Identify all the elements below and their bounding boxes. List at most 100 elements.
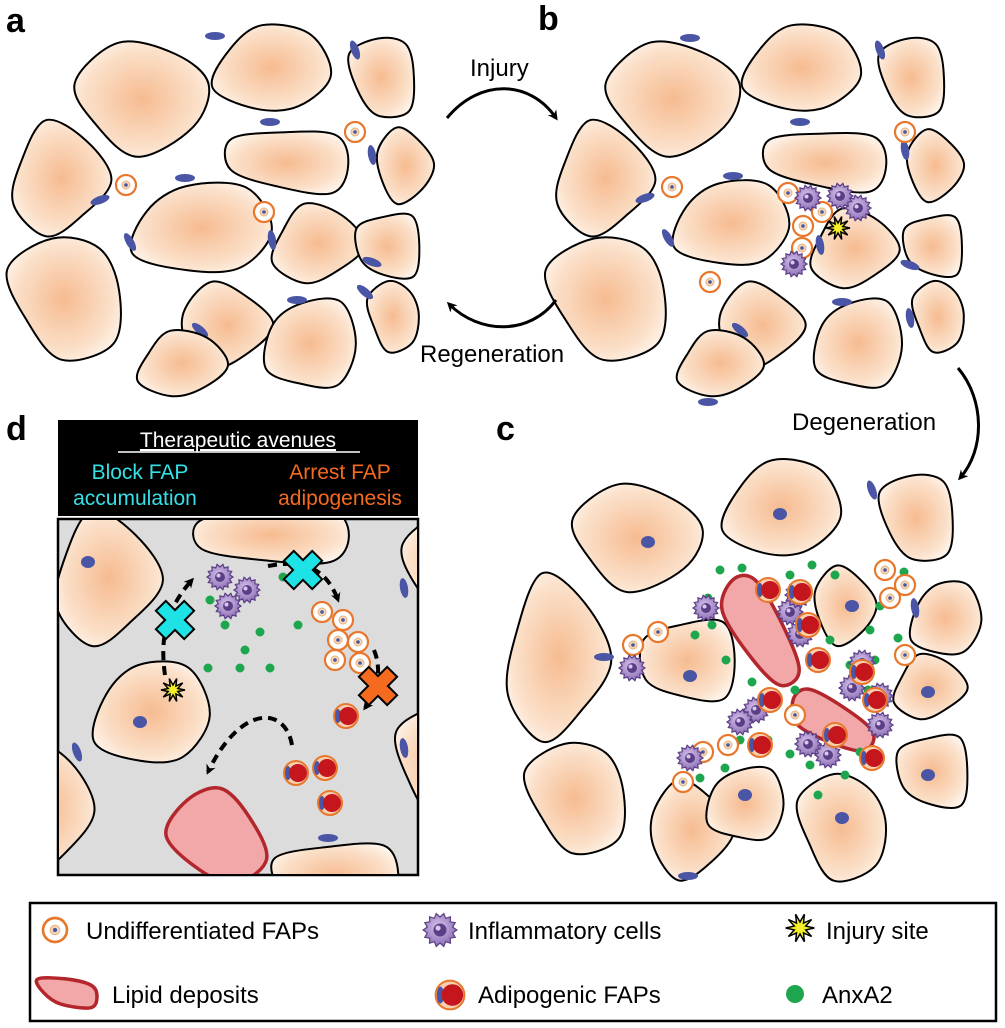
myonucleus <box>205 32 225 40</box>
legend-lipid-deposits: Lipid deposits <box>112 982 259 1009</box>
myonucleus <box>900 259 920 271</box>
panel-label-d: d <box>6 410 27 448</box>
regeneration-label: Regeneration <box>420 341 564 368</box>
myonucleus <box>133 716 147 728</box>
dashed-arrow-lipid-formation <box>206 715 294 775</box>
panel-d-therapeutic: Therapeutic avenues Block FAP accumulati… <box>56 420 420 877</box>
myonucleus <box>287 296 307 304</box>
anxa2-dot <box>715 565 725 575</box>
adipogenic-fap <box>822 722 848 748</box>
myonucleus <box>90 194 110 206</box>
myofiber-cell <box>874 36 946 119</box>
myonucleus <box>866 480 878 500</box>
myofiber-cell <box>505 571 614 743</box>
legend-inflammatory-cells: Inflammatory cells <box>468 918 661 945</box>
anxa2-dot <box>690 630 700 640</box>
myofiber-cell <box>91 660 211 764</box>
adipogenic-fap <box>747 732 773 758</box>
myofiber-cell <box>813 564 878 648</box>
myofiber-cell <box>740 23 863 126</box>
undifferentiated-fap <box>326 628 350 652</box>
anxa2-dot <box>805 760 815 770</box>
anxa2-dot <box>265 663 275 673</box>
myonucleus <box>71 742 83 762</box>
myofiber-cell <box>671 172 791 266</box>
myofiber-cell <box>367 126 436 206</box>
anxa2-dot <box>786 985 804 1003</box>
myonucleus <box>367 145 377 165</box>
myofiber-cell <box>262 296 357 389</box>
injury-site-icon <box>785 913 815 943</box>
therapeutic-heading: Therapeutic avenues <box>140 429 336 452</box>
inflammatory-cell <box>865 711 895 739</box>
arrest-fap-line2: adipogenesis <box>278 487 402 510</box>
therapeutic-header-box <box>58 420 418 516</box>
myonucleus <box>680 34 700 42</box>
myofiber-cell <box>123 181 273 274</box>
anxa2-dot <box>747 677 757 687</box>
anxa2-dot <box>721 655 731 665</box>
adipogenic-fap <box>757 687 783 713</box>
adipogenic-fap <box>849 659 875 685</box>
myofiber-cell <box>900 214 964 279</box>
undifferentiated-fap <box>783 703 807 727</box>
inflammatory-cell <box>232 576 262 604</box>
inflammatory-cell <box>725 708 755 736</box>
inflammatory-cell <box>691 594 721 622</box>
myonucleus <box>790 118 810 126</box>
injury-site-icon <box>160 678 186 702</box>
anxa2-dot <box>293 620 303 630</box>
undifferentiated-fap <box>873 558 897 582</box>
legend-adipogenic-faps: Adipogenic FAPs <box>478 982 661 1009</box>
adipogenic-fap <box>317 790 343 816</box>
panel-label-c: c <box>496 410 515 448</box>
myonucleus <box>773 508 787 520</box>
arrest-fap-line1: Arrest FAP <box>289 461 391 484</box>
myofiber-cell <box>705 765 785 842</box>
adipogenic-fap <box>283 760 309 786</box>
myonucleus <box>641 536 655 548</box>
panel-label-b: b <box>538 0 559 38</box>
lipid-deposit <box>164 786 269 874</box>
anxa2-dot <box>707 620 717 630</box>
anxa2-dot <box>785 749 795 759</box>
myonucleus <box>698 398 718 406</box>
myofiber-cell <box>900 128 966 204</box>
myonucleus <box>594 653 614 661</box>
undifferentiated-fap <box>671 770 695 794</box>
myonucleus <box>362 256 382 268</box>
undifferentiated-fap <box>346 630 370 654</box>
inflammatory-cell <box>793 184 823 212</box>
myonucleus <box>267 230 277 250</box>
undifferentiated-fap <box>893 120 917 144</box>
myofiber-cell <box>347 36 416 119</box>
myonucleus <box>921 769 935 781</box>
myonucleus <box>123 233 137 251</box>
myofiber-cell <box>555 118 657 238</box>
dashed-arrow-accumulation <box>267 561 341 603</box>
adipogenic-fap <box>862 687 888 713</box>
myonucleus <box>661 229 675 247</box>
myofiber-cell <box>895 733 969 809</box>
anxa2-dot <box>825 635 835 645</box>
adipogenic-fap <box>795 612 821 638</box>
undifferentiated-fap <box>716 733 740 757</box>
legend-anxa2: AnxA2 <box>822 982 893 1009</box>
block-fap-line1: Block FAP <box>92 461 189 484</box>
anxa2-dot <box>785 570 795 580</box>
undifferentiated-fap <box>810 200 834 224</box>
myofiber-cell <box>908 580 983 656</box>
anxa2-dot <box>203 663 213 673</box>
lipid-deposit <box>34 976 99 1010</box>
panel-c-degenerated-tissue <box>505 458 983 883</box>
myonucleus <box>900 140 910 160</box>
myofiber-cell <box>812 297 904 389</box>
inflammatory-cell <box>422 912 458 948</box>
undifferentiated-fap <box>893 643 917 667</box>
adipogenic-fap <box>787 579 813 605</box>
myonucleus <box>635 192 655 204</box>
undifferentiated-fap <box>791 214 815 238</box>
undifferentiated-fap <box>646 620 670 644</box>
anxa2-dot <box>813 790 823 800</box>
myonucleus <box>738 789 752 801</box>
